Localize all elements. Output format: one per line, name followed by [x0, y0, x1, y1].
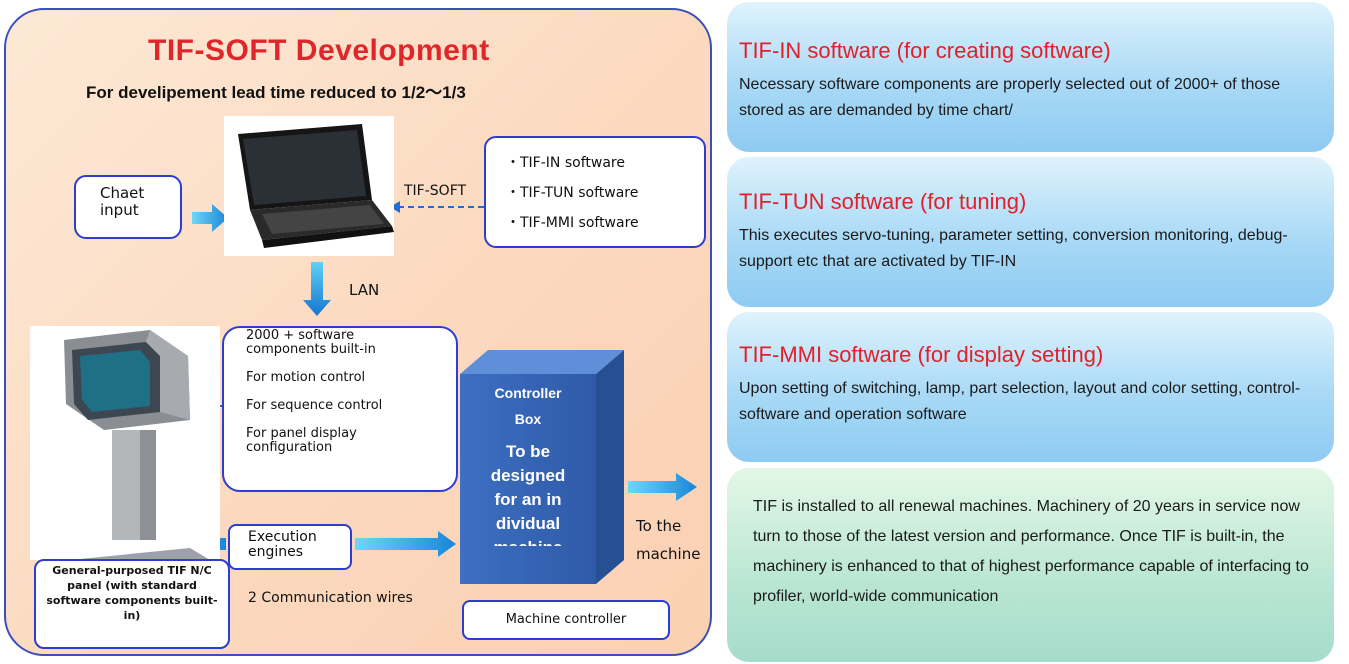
- tif-soft-label: TIF-SOFT: [404, 183, 467, 199]
- to-machine-label: To the machine: [636, 512, 700, 568]
- info-panel-body: Necessary software components are proper…: [739, 76, 1281, 119]
- controller-box-title: Controller: [494, 385, 562, 401]
- diagram-connectors: [30, 116, 697, 584]
- components-item: For sequence control: [246, 398, 383, 413]
- controller-box-body: machine: [460, 536, 596, 546]
- components-item: 2000 + software components built-in: [246, 328, 376, 357]
- machine-controller-box: Machine controller: [462, 600, 670, 640]
- controller-box-body: dividual: [495, 514, 561, 533]
- software-item: ・TIF-MMI software: [506, 215, 639, 231]
- controller-box-front: [460, 374, 596, 584]
- controller-box-top: [460, 350, 624, 374]
- info-panel-body: Upon setting of switching, lamp, part se…: [739, 380, 1301, 423]
- info-panel-title: TIF-MMI software (for display setting): [739, 342, 1104, 367]
- to-machine-line: To the: [636, 517, 682, 535]
- info-panel-title: TIF-IN software (for creating software): [739, 38, 1111, 63]
- laptop-icon: [224, 116, 394, 256]
- machine-controller-label: Machine controller: [505, 612, 627, 627]
- controller-box-label: Controller Box To be designed for an in …: [460, 384, 596, 546]
- arrow-right: [355, 531, 456, 557]
- communication-wires-label: 2 Communication wires: [248, 590, 413, 606]
- info-panel-tif-mmi: TIF-MMI software (for display setting) U…: [727, 312, 1334, 462]
- arrow-down: [303, 262, 331, 316]
- components-item: For panel display configuration: [246, 426, 357, 455]
- diagram-subtitle: For develipement lead time reduced to 1/…: [86, 83, 466, 102]
- software-item: ・TIF-IN software: [506, 155, 625, 171]
- controller-box-title: Box: [514, 411, 542, 427]
- software-item: ・TIF-TUN software: [506, 185, 639, 201]
- controller-box-body: To be: [505, 442, 551, 461]
- controller-box-side: [596, 350, 624, 584]
- execution-engines-box: Execution engines: [228, 524, 352, 570]
- controller-box-body: for an in: [494, 490, 562, 509]
- controller-box-body: designed: [490, 466, 566, 485]
- diagram-title: TIF-SOFT Development: [148, 34, 490, 67]
- panel-caption-box: General-purposed TIF N/C panel (with sta…: [34, 559, 230, 649]
- panel-caption: General-purposed TIF N/C panel (with sta…: [46, 564, 218, 622]
- components-box: 2000 + software components built-in For …: [222, 326, 458, 492]
- to-machine-line: machine: [636, 545, 701, 563]
- summary-body: TIF is installed to all renewal machines…: [753, 498, 1309, 605]
- info-panel-tif-tun: TIF-TUN software (for tuning) This execu…: [727, 157, 1334, 307]
- info-panel-tif-in: TIF-IN software (for creating software) …: [727, 2, 1334, 152]
- lan-label: LAN: [349, 281, 380, 299]
- chart-input-box: Chaet input: [74, 175, 182, 239]
- arrowhead-left: [390, 201, 400, 213]
- chart-input-label: Chaet input: [100, 184, 145, 219]
- execution-engines-label: Execution engines: [248, 529, 317, 560]
- summary-panel: TIF is installed to all renewal machines…: [727, 468, 1334, 662]
- arrow-right: [192, 204, 228, 232]
- info-panel-body: This executes servo-tuning, parameter se…: [739, 227, 1288, 270]
- software-list-box: ・TIF-IN software ・TIF-TUN software ・TIF-…: [484, 136, 706, 248]
- arrow-right: [628, 473, 697, 501]
- components-item: For motion control: [246, 370, 366, 385]
- nc-panel-icon: [30, 326, 220, 575]
- info-panel-title: TIF-TUN software (for tuning): [739, 189, 1027, 214]
